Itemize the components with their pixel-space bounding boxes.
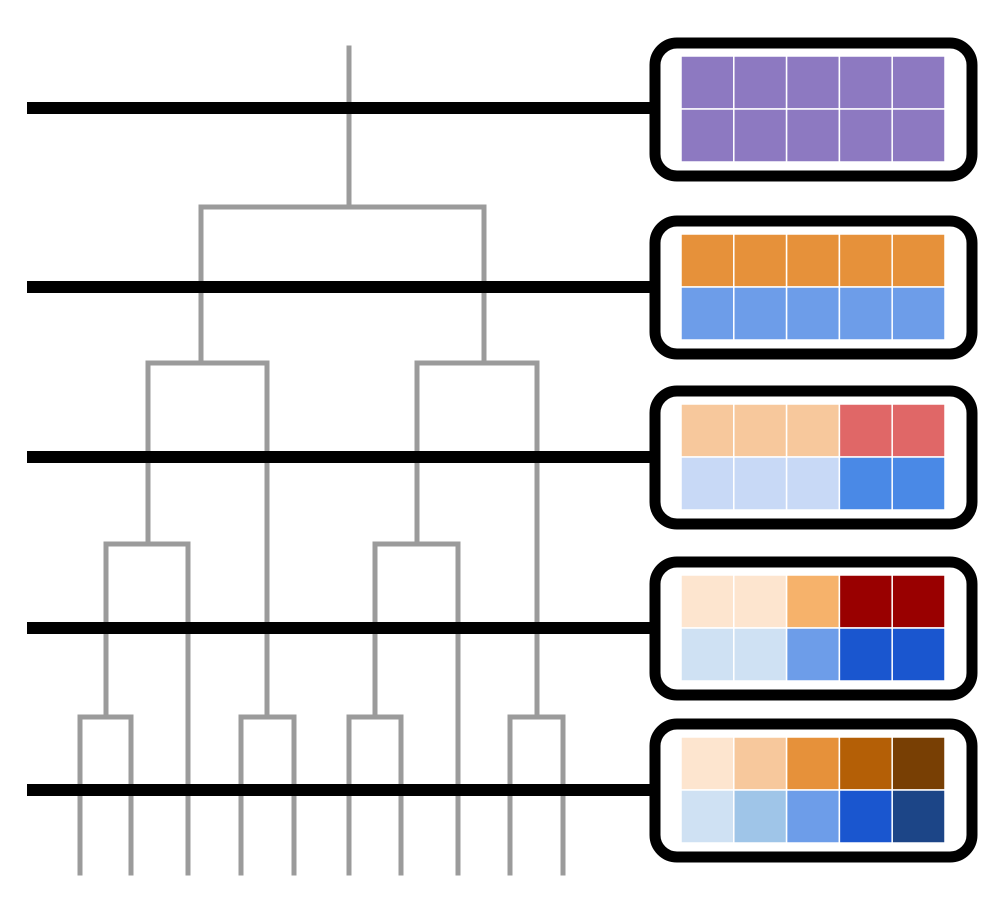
color-cell (680, 789, 735, 844)
color-cell (733, 108, 788, 163)
color-cell (785, 108, 841, 163)
color-cell (680, 456, 735, 511)
color-panel-level-2 (649, 215, 978, 360)
color-cell (733, 789, 788, 844)
color-panels (649, 37, 978, 863)
level-lines (27, 102, 655, 796)
color-cell (891, 233, 946, 288)
color-cell (680, 736, 735, 791)
color-cell (838, 574, 893, 629)
color-cell (838, 627, 893, 682)
color-cell (838, 55, 893, 110)
color-cell (891, 627, 946, 682)
color-cell (733, 627, 788, 682)
color-cell (785, 574, 841, 629)
color-cell (785, 233, 841, 288)
color-cell (891, 108, 946, 163)
color-cell (891, 574, 946, 629)
color-panel-level-1 (649, 37, 978, 182)
color-cell (838, 233, 893, 288)
color-cell (733, 456, 788, 511)
color-cell (733, 286, 788, 341)
color-cell (785, 789, 841, 844)
color-cell (733, 736, 788, 791)
color-cell (785, 403, 841, 458)
color-cell (680, 108, 735, 163)
color-cell (733, 233, 788, 288)
color-cell (680, 55, 735, 110)
color-cell (891, 55, 946, 110)
color-cell (838, 456, 893, 511)
color-cell (891, 456, 946, 511)
color-cell (838, 108, 893, 163)
color-panel-level-4 (649, 556, 978, 701)
color-cell (680, 403, 735, 458)
color-cell (785, 456, 841, 511)
color-cell (891, 403, 946, 458)
color-cell (680, 286, 735, 341)
color-cell (785, 55, 841, 110)
color-panel-level-5 (649, 718, 978, 863)
color-cell (680, 627, 735, 682)
color-cell (838, 789, 893, 844)
color-cell (785, 627, 841, 682)
color-cell (891, 736, 946, 791)
color-cell (891, 789, 946, 844)
color-panel-level-3 (649, 385, 978, 530)
color-cell (680, 233, 735, 288)
color-cell (680, 574, 735, 629)
color-cell (785, 736, 841, 791)
color-cell (733, 403, 788, 458)
color-cell (838, 286, 893, 341)
color-cell (891, 286, 946, 341)
color-cell (733, 574, 788, 629)
color-cell (785, 286, 841, 341)
color-cell (733, 55, 788, 110)
color-cell (838, 736, 893, 791)
color-cell (838, 403, 893, 458)
